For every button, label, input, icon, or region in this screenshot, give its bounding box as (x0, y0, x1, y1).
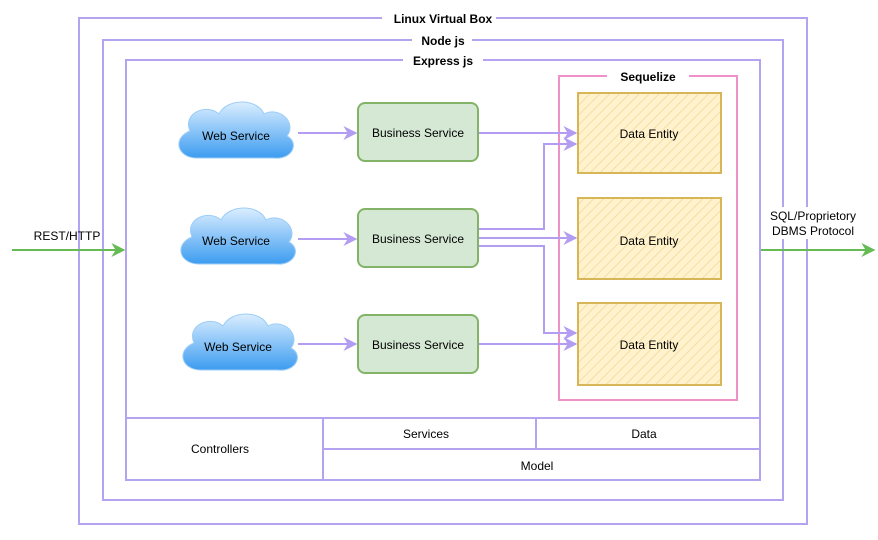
web-service-label-1: Web Service (202, 129, 270, 143)
arrow-business2-to-entity1 (479, 137, 578, 230)
web-service-cloud-2: Web Service (180, 207, 296, 265)
business-service-label-2: Business Service (372, 232, 464, 246)
rest-http-label: REST/HTTP (34, 229, 101, 243)
arrow-business2-to-entity3 (479, 245, 578, 340)
layer-services: Services (403, 427, 449, 441)
business-service-label-1: Business Service (372, 126, 464, 140)
express-js-label: Express js (413, 54, 473, 68)
data-entity-box-2: Data Entity (577, 197, 722, 280)
business-service-box-1: Business Service (357, 102, 479, 162)
sql-protocol-label-line2: DBMS Protocol (772, 224, 854, 238)
business-service-box-3: Business Service (357, 314, 479, 374)
layer-controllers: Controllers (191, 442, 249, 456)
data-entity-box-1: Data Entity (577, 92, 722, 174)
layer-model: Model (521, 459, 554, 473)
layer-data: Data (631, 427, 657, 441)
linux-virtual-box-label: Linux Virtual Box (394, 12, 493, 26)
data-entity-label-1: Data Entity (620, 127, 679, 141)
data-entity-label-2: Data Entity (620, 234, 679, 248)
node-js-label: Node js (421, 34, 465, 48)
business-service-label-3: Business Service (372, 338, 464, 352)
web-service-cloud-1: Web Service (178, 101, 294, 159)
data-entity-label-3: Data Entity (620, 338, 679, 352)
web-service-label-3: Web Service (204, 340, 272, 354)
business-service-box-2: Business Service (357, 208, 479, 268)
sequelize-label: Sequelize (620, 70, 676, 84)
web-service-cloud-3: Web Service (182, 313, 298, 371)
layers-table: Controllers Services Data Model (126, 417, 760, 480)
web-service-label-2: Web Service (202, 234, 270, 248)
sql-protocol-label-line1: SQL/Proprietory (770, 209, 856, 223)
data-entity-box-3: Data Entity (577, 302, 722, 386)
